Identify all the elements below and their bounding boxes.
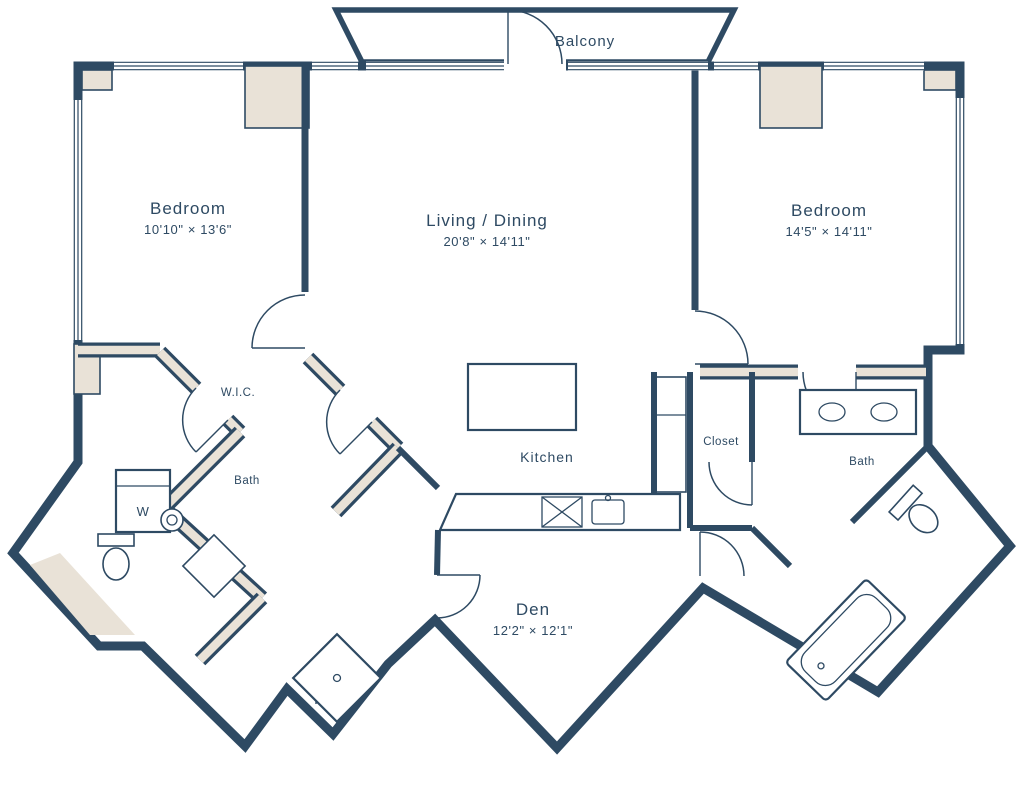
linen-cabinet [181, 533, 247, 599]
den-dims: 12'2" × 12'1" [493, 623, 573, 638]
washer: W [114, 468, 172, 534]
sink-left-icon [160, 508, 184, 532]
bedroom-right-dims: 14'5" × 14'11" [785, 224, 872, 239]
wall-hall-right-diag [749, 525, 793, 569]
room-labels: Bedroom 10'10" × 13'6" Living / Dining 2… [144, 199, 875, 638]
window-top-3 [366, 61, 504, 71]
kitchen-label: Kitchen [520, 449, 574, 465]
wall-bath-right-diag [849, 445, 929, 525]
kitchen-island [466, 362, 578, 432]
den-hall-door [436, 574, 481, 619]
bath-left-walls [162, 352, 404, 666]
bath-left-door [325, 389, 373, 455]
bedroom-left-dims: 10'10" × 13'6" [144, 222, 232, 237]
window-top-6 [824, 61, 924, 71]
living-dining-dims: 20'8" × 14'11" [443, 234, 530, 249]
wall-hall-den [395, 445, 441, 491]
window-top-5 [714, 61, 758, 71]
living-dining-name: Living / Dining [426, 211, 548, 230]
bedroom-left-door [251, 294, 310, 349]
balcony-label: Balcony [555, 33, 615, 50]
toilet-left-icon [97, 533, 135, 581]
wall-den-left [434, 529, 441, 576]
pantry [655, 376, 687, 493]
washer-label: W [137, 504, 150, 519]
pier-top-right [759, 65, 823, 129]
den-name: Den [516, 600, 550, 619]
closet-label: Closet [703, 436, 739, 448]
bathtub-icon [786, 579, 906, 701]
window-top-1 [114, 61, 243, 71]
pier-corner-left [81, 69, 113, 91]
windows [73, 61, 965, 344]
vanity-right [798, 388, 918, 436]
toilet-right-icon [887, 484, 939, 534]
hall-right-door [699, 531, 745, 577]
bedroom-right-door [690, 310, 749, 365]
pocket-bottom-left [30, 553, 135, 635]
bedroom-left-name: Bedroom [150, 199, 226, 218]
bath-right-label: Bath [849, 456, 875, 468]
bedroom-right-name: Bedroom [791, 201, 867, 220]
kitchen-sink-icon [591, 494, 625, 525]
outer-wall [7, 61, 1016, 755]
shower-icon [291, 632, 383, 724]
wic-door [181, 387, 229, 453]
window-right [955, 98, 965, 344]
interior-walls [301, 66, 929, 576]
balcony-door [504, 9, 566, 72]
window-top-4 [568, 61, 708, 71]
wic-label: W.I.C. [221, 387, 255, 399]
cooktop-icon [541, 496, 583, 528]
pier-corner-right [923, 69, 957, 91]
bath-left-label: Bath [234, 475, 260, 487]
kitchen-counter [438, 492, 682, 532]
pier-top-left [244, 65, 310, 129]
window-left [73, 100, 83, 340]
closet-floor [692, 377, 750, 525]
interior-rooms [655, 376, 750, 525]
wall-piers [30, 65, 957, 635]
closet-door [708, 461, 753, 506]
wic-wall-upper [78, 342, 246, 518]
fixtures: W [97, 362, 939, 724]
window-top-2 [312, 61, 358, 71]
